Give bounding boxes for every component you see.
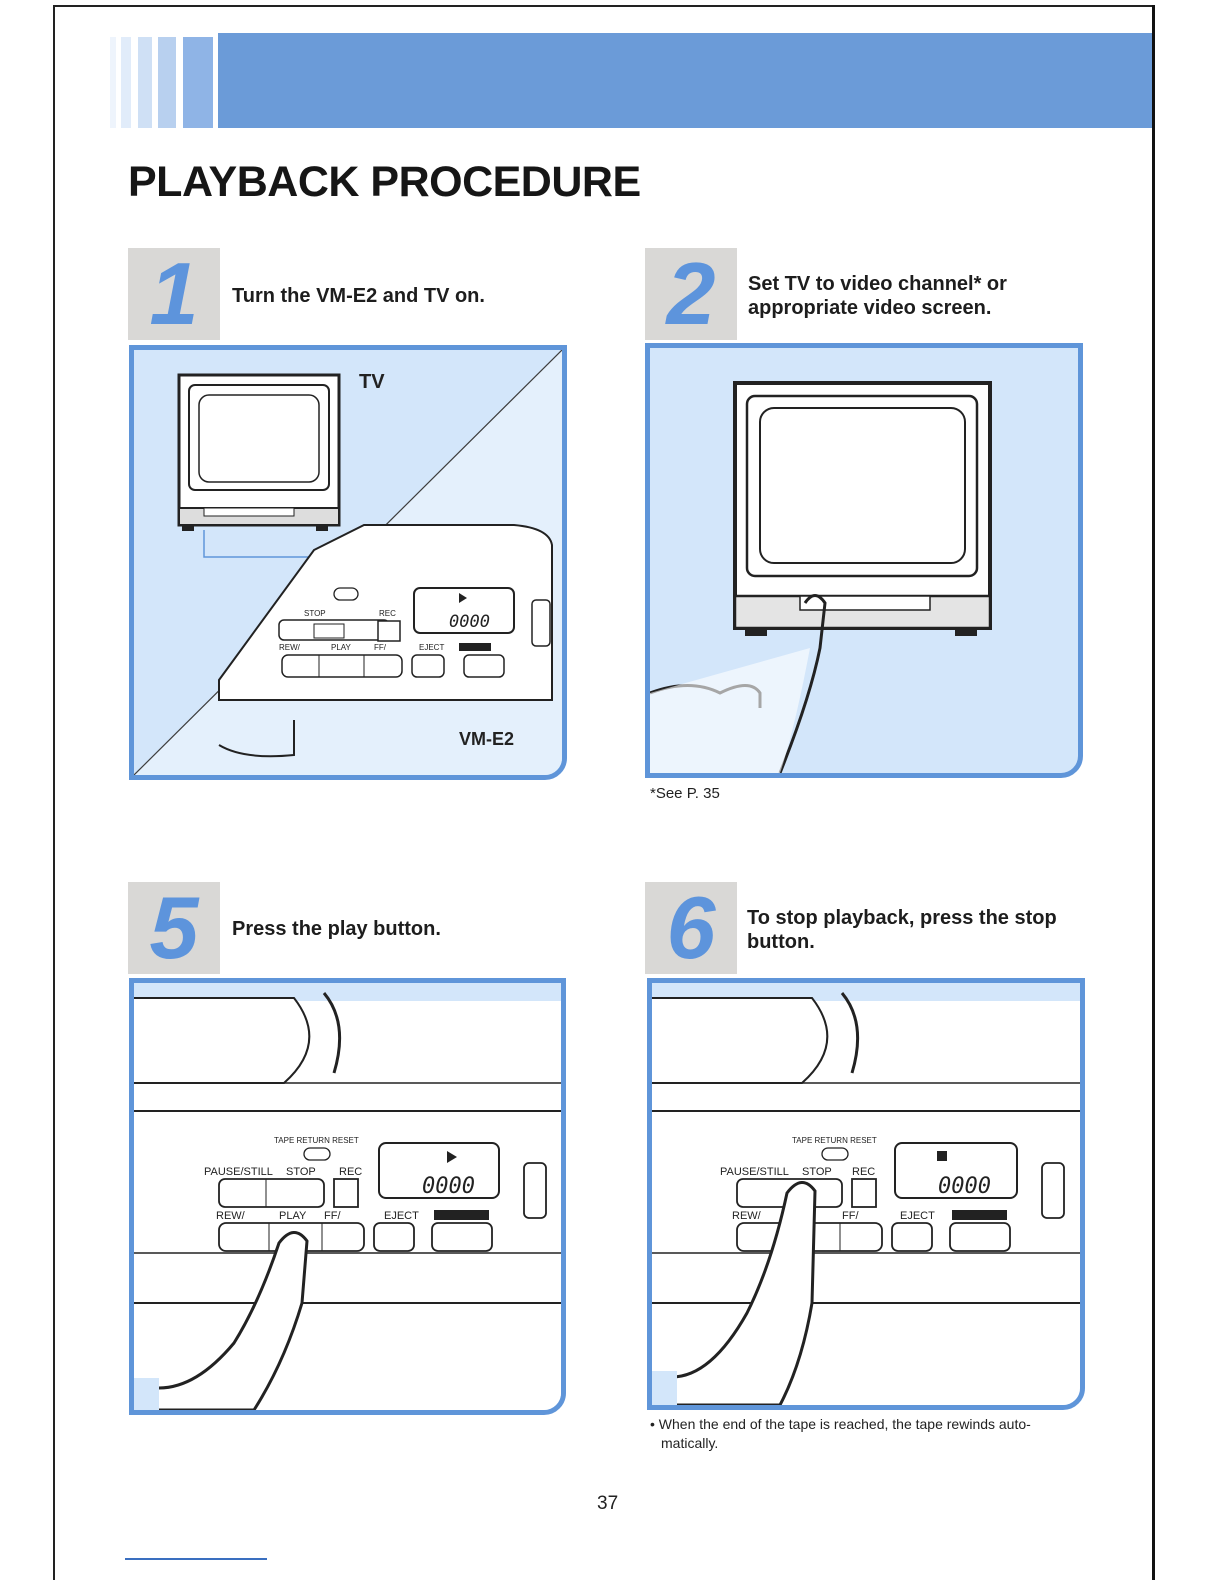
stop-label: STOP <box>304 609 326 618</box>
step-number-box: 1 <box>128 248 220 340</box>
step-number: 6 <box>666 878 716 977</box>
step-1-illustration: TV ON 0000 STOP REC REW/ PLAY FF/ EJECT … <box>129 345 567 780</box>
see-page-note: *See P. 35 <box>650 785 720 802</box>
rec-label: REC <box>852 1166 875 1178</box>
counter-display: 0000 <box>449 612 490 632</box>
step-number-box: 5 <box>128 882 220 974</box>
rew-label: REW/ <box>216 1210 246 1222</box>
step-6-illustration: TAPE RETURN RESET PAUSE/STILL STOP REC 0… <box>647 978 1085 1410</box>
eject-label: EJECT <box>900 1210 935 1222</box>
model-label: VM-E2 <box>459 729 514 749</box>
counter-display: 0000 <box>938 1174 991 1199</box>
ff-label: FF/ <box>324 1210 341 1222</box>
tape-return-label: TAPE RETURN RESET <box>792 1136 877 1145</box>
step-1-text: Turn the VM-E2 and TV on. <box>232 285 485 307</box>
rew-label: REW/ <box>732 1210 762 1222</box>
rec-label: REC <box>339 1166 362 1178</box>
stop-label: STOP <box>286 1166 316 1178</box>
step-number: 5 <box>149 878 199 977</box>
end-of-tape-note-cont: matically. <box>661 1435 719 1451</box>
eject-label: EJECT <box>419 643 444 652</box>
bottom-rule <box>125 1558 267 1560</box>
step-6-text-line1: To stop playback, press the stop <box>747 907 1057 929</box>
step-number-box: 2 <box>645 248 737 340</box>
ff-label: FF/ <box>374 643 387 652</box>
stop-label: STOP <box>802 1166 832 1178</box>
step-5-text: Press the play button. <box>232 918 441 940</box>
play-label: PLAY <box>331 643 352 652</box>
eject-label: EJECT <box>384 1210 419 1222</box>
pause-label: PAUSE/STILL <box>720 1166 789 1178</box>
tape-return-label: TAPE RETURN RESET <box>274 1136 359 1145</box>
page-border-top <box>55 5 1155 7</box>
step-number: 2 <box>666 244 716 343</box>
banner-stripe <box>138 37 152 128</box>
banner-stripe <box>121 37 131 128</box>
page-border-right <box>1152 5 1155 1580</box>
step-6-text-line2: button. <box>747 931 815 953</box>
step-number: 1 <box>149 244 199 343</box>
banner-stripe <box>110 37 116 128</box>
tv-label: TV <box>359 371 385 393</box>
pause-label: PAUSE/STILL <box>204 1166 273 1178</box>
banner-stripe <box>183 37 213 128</box>
end-of-tape-note: • When the end of the tape is reached, t… <box>650 1416 1031 1432</box>
ff-label: FF/ <box>842 1210 859 1222</box>
rec-label: REC <box>379 609 396 618</box>
counter-display: 0000 <box>422 1174 475 1199</box>
page-border-left <box>53 5 55 1580</box>
rew-label: REW/ <box>279 643 301 652</box>
step-number-box: 6 <box>645 882 737 974</box>
step-2-text-line2: appropriate video screen. <box>748 297 992 319</box>
play-label: PLAY <box>279 1210 307 1222</box>
page-number: 37 <box>597 1493 619 1514</box>
page-title: PLAYBACK PROCEDURE <box>128 158 641 206</box>
step-5-illustration: TAPE RETURN RESET PAUSE/STILL STOP REC 0… <box>129 978 566 1415</box>
banner-stripe <box>158 37 176 128</box>
step-2-illustration <box>645 343 1083 778</box>
header-banner <box>218 33 1152 128</box>
step-2-text-line1: Set TV to video channel* or <box>748 273 1007 295</box>
